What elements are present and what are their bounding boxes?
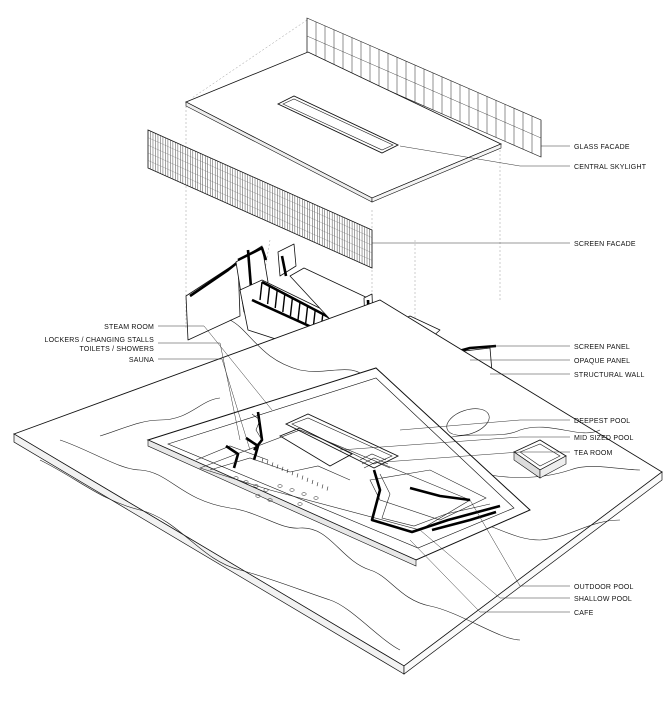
label-cafe: CAFE (574, 610, 594, 617)
bench-dot (301, 492, 307, 496)
label-mid-sized-pool: MID SIZED POOL (574, 435, 634, 442)
glass-facade (306, 17, 542, 158)
bench-dot (233, 476, 239, 480)
pool-plate (146, 367, 531, 567)
bench-dot (297, 502, 303, 506)
hatch-line (261, 457, 264, 463)
bench-dot (243, 480, 249, 484)
label-glass-facade: GLASS FACADE (574, 144, 630, 151)
hatch-line (326, 486, 329, 491)
central-skylight (276, 95, 400, 154)
bench-dot (313, 496, 319, 500)
hatch-line (286, 468, 289, 474)
label-shallow-pool: SHALLOW POOL (574, 596, 632, 603)
label-screen-panel: SCREEN PANEL (574, 344, 630, 351)
bench-dot (263, 488, 269, 492)
hatch-line (316, 482, 319, 487)
hatch-line (276, 464, 279, 469)
deepest-pool (284, 413, 400, 469)
bench-dots (233, 476, 319, 506)
leader-lines (158, 145, 570, 613)
hatch-line (306, 477, 309, 482)
label-outdoor-pool: OUTDOOR POOL (574, 584, 634, 591)
locker-row (261, 457, 329, 491)
hatch-line (147, 160, 373, 261)
hatch-line (266, 460, 269, 465)
hatch-line (311, 479, 314, 485)
changing-area (195, 411, 351, 506)
hatch-line (147, 137, 373, 238)
mid-sized-pool (278, 427, 353, 467)
roof-slab (185, 51, 502, 203)
label-sauna: SAUNA (129, 357, 154, 364)
label-structural-wall: STRUCTURAL WALL (574, 372, 645, 379)
labels: GLASS FACADE CENTRAL SKYLIGHT SCREEN FAC… (44, 144, 646, 617)
hatch-line (147, 145, 373, 246)
label-steam-room: STEAM ROOM (104, 324, 154, 331)
bench-dot (289, 488, 295, 492)
hatch-line (274, 289, 278, 309)
bench-dot (277, 484, 283, 488)
label-tea-room: TEA ROOM (574, 450, 613, 457)
hatch-line (301, 475, 304, 480)
hatch-line (321, 484, 324, 489)
hatch-line (296, 473, 299, 478)
hatch-line (304, 305, 309, 325)
label-lockers-line2: TOILETS / SHOWERS (80, 346, 155, 353)
label-deepest-pool: DEEPEST POOL (574, 418, 630, 425)
hatch-line (271, 462, 274, 467)
hatch-line (291, 471, 294, 476)
bench-dot (253, 484, 259, 488)
hatch-line (259, 281, 263, 301)
label-lockers-line1: LOCKERS / CHANGING STALLS (44, 337, 154, 344)
bench-dot (267, 498, 273, 502)
hatch-line (306, 35, 542, 139)
hatch-line (281, 466, 284, 471)
tea-room-steps (359, 453, 391, 469)
hatch-line (147, 152, 373, 253)
screen-facade (147, 129, 373, 269)
label-screen-facade: SCREEN FACADE (574, 241, 636, 248)
hatch-line (282, 293, 286, 313)
hatch-line (266, 285, 271, 305)
bench-dot (255, 494, 261, 498)
label-opaque-panel: OPAQUE PANEL (574, 358, 630, 365)
cafe-pavilion (513, 439, 567, 479)
hatch-line (289, 297, 294, 317)
hatch-line (297, 301, 301, 321)
label-central-skylight: CENTRAL SKYLIGHT (574, 164, 647, 171)
